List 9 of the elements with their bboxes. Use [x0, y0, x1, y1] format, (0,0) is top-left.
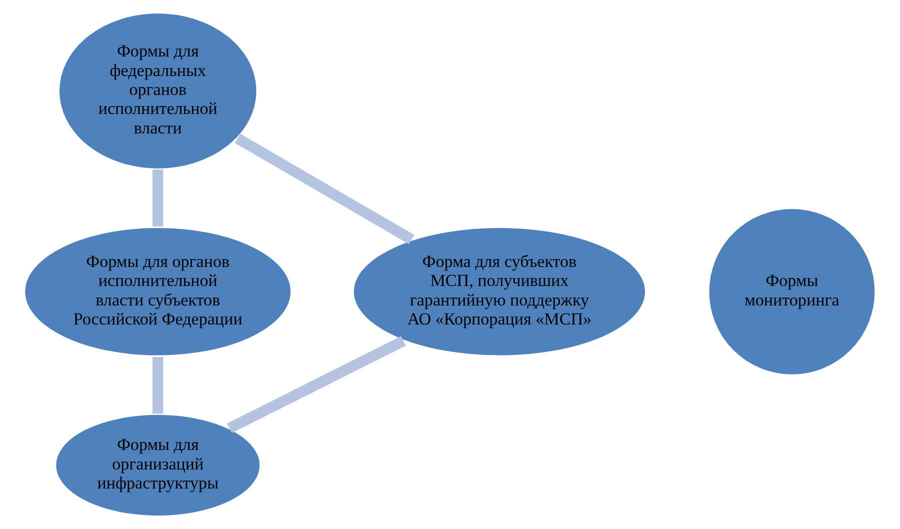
node-ellipse: Формы для органов исполнительной власти субъектов Российской Федерации	[23, 226, 293, 358]
connector	[234, 134, 414, 244]
connector	[152, 357, 164, 414]
connector	[152, 170, 164, 226]
node-ellipse: Форма для субъектов МСП, получивших гарантийную поддержку АО «Корпорация «МСП»	[352, 226, 648, 358]
node-ellipse: Формы для организаций инфраструктуры	[54, 412, 262, 518]
connector	[227, 336, 406, 434]
node-ellipse: Формы для федеральных органов исполнительной власти	[57, 11, 258, 171]
node-circle: Формы мониторинга	[707, 206, 877, 376]
